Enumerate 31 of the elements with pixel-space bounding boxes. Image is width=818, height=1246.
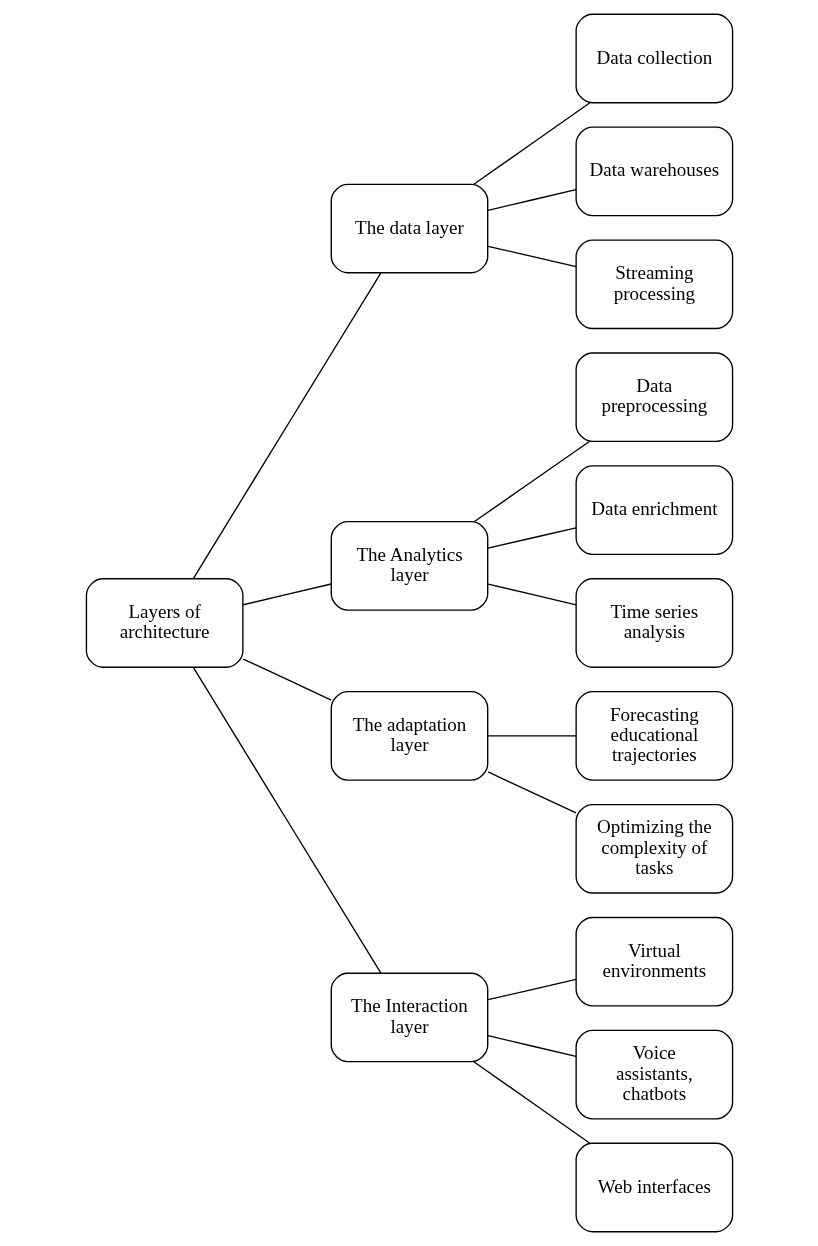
node-box: Virtual environments <box>574 916 733 1007</box>
connector <box>486 978 577 1001</box>
connector <box>242 658 332 701</box>
node-box: Data preprocessing <box>574 352 733 443</box>
connector <box>473 440 590 523</box>
node-box: The data layer <box>330 183 488 274</box>
node-box: Data warehouses <box>574 126 733 217</box>
connector <box>486 735 577 737</box>
connector <box>192 666 382 974</box>
node-box: The adaptation layer <box>330 691 488 781</box>
node-box: Layers of architecture <box>85 578 244 668</box>
node-box: Data collection <box>574 13 733 104</box>
connector <box>472 102 591 185</box>
connector <box>486 188 577 211</box>
connector <box>242 583 332 606</box>
node-box: Streaming processing <box>574 239 733 330</box>
connector <box>486 583 577 606</box>
node-box: Voice assistants, chatbots <box>574 1029 733 1120</box>
node-box: Data enrichment <box>574 465 733 555</box>
node-box: Forecasting educational trajectories <box>574 691 733 781</box>
connector <box>486 245 577 268</box>
node-box: Optimizing the complexity of tasks <box>574 803 733 894</box>
node-box: Web interfaces <box>574 1142 733 1233</box>
node-box: The Analytics layer <box>330 521 488 611</box>
connector <box>486 771 577 814</box>
connector <box>192 272 382 580</box>
node-box: Time series analysis <box>574 578 733 668</box>
connector <box>486 1035 577 1058</box>
connector <box>486 527 577 549</box>
node-box: The Interaction layer <box>330 972 488 1063</box>
connector <box>472 1061 591 1144</box>
